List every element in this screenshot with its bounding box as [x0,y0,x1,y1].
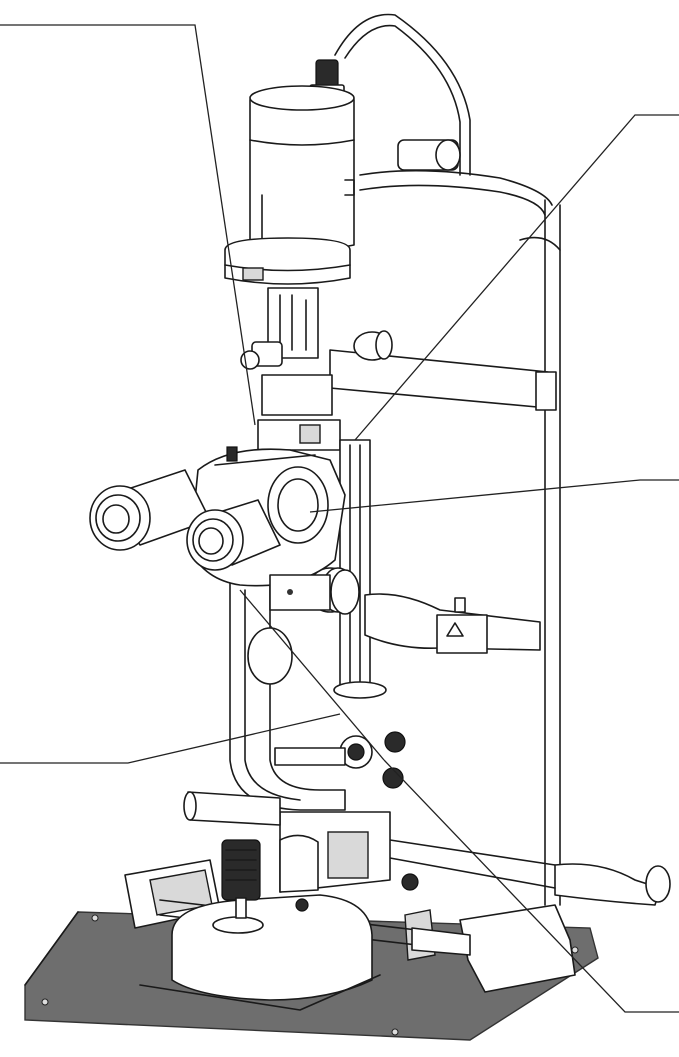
support-arm [229,439,541,811]
microscope-head [89,446,360,615]
lamp-housing [224,59,355,451]
control-knob [384,731,406,753]
callout-lower-left [0,713,341,764]
base-sled [124,791,576,1011]
headrest-frame [329,13,671,906]
callout-top-left [0,24,256,426]
callout-bottom-right [239,589,679,1013]
callout-mid-right [309,479,679,513]
callout-top-right [354,114,679,441]
base-body [171,894,373,1001]
callout-lines [0,24,679,1013]
chin-cup [554,863,661,906]
